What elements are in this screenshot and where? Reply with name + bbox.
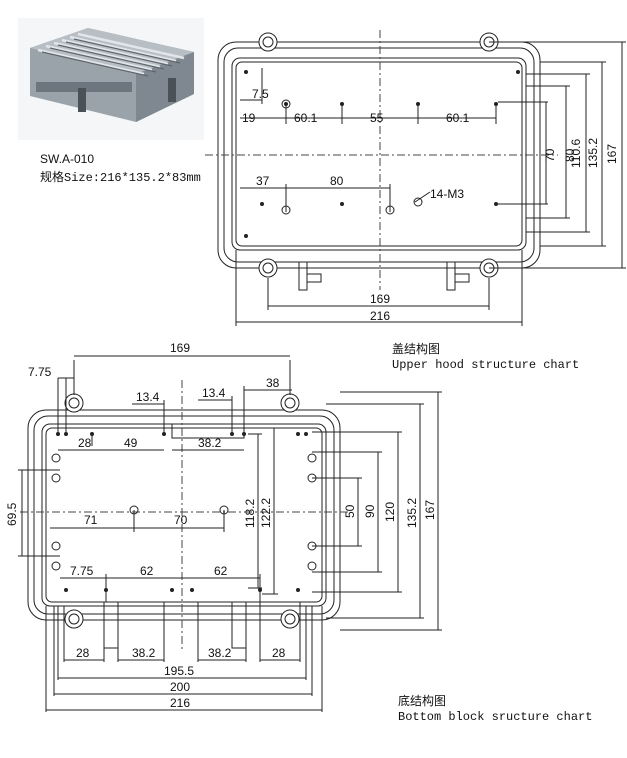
dim-bottom-38-2-left: 38.2 — [132, 646, 156, 660]
upper-centerlines — [205, 30, 558, 290]
dim-bottom-70: 70 — [174, 513, 188, 527]
dim-upper-169: 169 — [370, 292, 390, 306]
dim-bottom-38: 38 — [266, 376, 280, 390]
upper-screw-points — [244, 70, 520, 238]
dim-bottom-71: 71 — [84, 513, 98, 527]
screw-callout-14-m3: 14-M3 — [430, 187, 464, 201]
upper-hood-outline — [217, 32, 541, 291]
dim-bottom-216: 216 — [170, 696, 190, 710]
bottom-holes — [56, 432, 308, 592]
dim-bottom-38-2-top: 38.2 — [198, 436, 222, 450]
bottom-mount-holes — [51, 453, 317, 571]
dim-bottom-167: 167 — [423, 500, 437, 520]
dim-upper-80: 80 — [330, 174, 344, 188]
bottom-centerlines — [20, 380, 348, 650]
dim-upper-216: 216 — [370, 309, 390, 323]
dim-upper-80-vertical: 80 — [563, 148, 577, 162]
dim-bottom-7-75-top: 7.75 — [28, 365, 52, 379]
model-number: SW.A-010 — [40, 152, 95, 166]
bottom-caption-en: Bottom block sructure chart — [398, 710, 593, 724]
dim-bottom-200: 200 — [170, 680, 190, 694]
upper-caption-en: Upper hood structure chart — [392, 358, 580, 372]
dim-bottom-169: 169 — [170, 341, 190, 355]
dim-bottom-90: 90 — [363, 504, 377, 518]
dim-upper-37: 37 — [256, 174, 270, 188]
dim-upper-7-5: 7.5 — [252, 87, 269, 101]
enclosure-photo — [18, 18, 204, 140]
dim-bottom-62-right: 62 — [214, 564, 228, 578]
dim-bottom-49: 49 — [124, 436, 138, 450]
upper-dimension-lines — [235, 41, 626, 326]
dim-bottom-38-2-right: 38.2 — [208, 646, 232, 660]
dim-bottom-7-75-bottom: 7.75 — [70, 564, 94, 578]
dim-upper-70: 70 — [543, 148, 557, 162]
bottom-block-outline — [27, 393, 341, 649]
dim-upper-55: 55 — [370, 111, 384, 125]
dim-upper-60-1-right: 60.1 — [446, 111, 470, 125]
dim-bottom-13-4-b: 13.4 — [202, 386, 226, 400]
bottom-caption-cn: 底结构图 — [398, 694, 447, 708]
dim-upper-110-6: 110.6 — [569, 139, 583, 168]
dim-upper-135-2: 135.2 — [586, 138, 600, 168]
dim-upper-167: 167 — [605, 144, 619, 164]
size-spec: 规格Size:216*135.2*83mm — [40, 171, 201, 185]
bottom-dimension-lines — [18, 355, 442, 712]
upper-caption-cn: 盖结构图 — [392, 342, 441, 356]
dim-bottom-62-left: 62 — [140, 564, 154, 578]
dim-bottom-135-2: 135.2 — [405, 498, 419, 528]
dim-bottom-13-4-a: 13.4 — [136, 390, 160, 404]
dim-upper-19: 19 — [242, 111, 256, 125]
dim-upper-60-1-left: 60.1 — [294, 111, 318, 125]
dim-bottom-120: 120 — [383, 502, 397, 522]
dim-bottom-69-5: 69.5 — [5, 502, 19, 526]
dim-bottom-195-5: 195.5 — [164, 664, 194, 678]
dim-bottom-28-left: 28 — [76, 646, 90, 660]
dim-bottom-122-2: 122.2 — [259, 498, 273, 528]
dim-bottom-28-top: 28 — [78, 436, 92, 450]
upper-screw-holes — [281, 99, 423, 215]
dim-bottom-50: 50 — [343, 504, 357, 518]
dim-bottom-118-2: 118.2 — [243, 499, 257, 528]
dim-bottom-28-right: 28 — [272, 646, 286, 660]
